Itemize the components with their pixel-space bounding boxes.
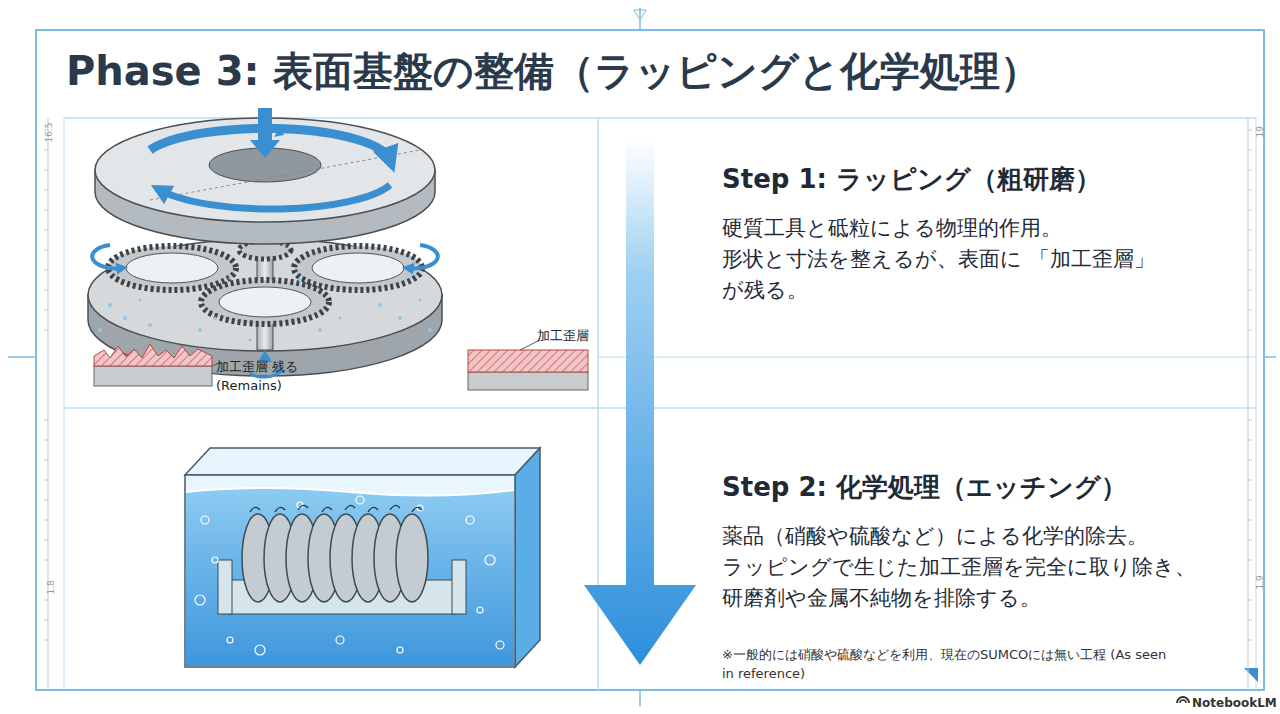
logo-mark (1177, 697, 1189, 703)
footnote: ※一般的には硝酸や硫酸などを利用、現在のSUMCOには無い工程 (As seen… (722, 645, 1167, 683)
title: Phase 3: 表面基盤の整備（ラッピングと化学処理） (66, 44, 1040, 99)
section-inset (94, 340, 588, 390)
ruler-mark: 1.9 (1253, 570, 1268, 590)
step-panel: Step 1: ラッピング（粗研磨） 硬質工具と砥粒による物理的作用。 形状と寸法… (600, 140, 1255, 408)
step-heading: Step 2: 化学処理（エッチング） (722, 470, 1242, 505)
step-description: 硬質工具と砥粒による物理的作用。 形状と寸法を整えるが、表面に 「加工歪層」が残… (722, 213, 1222, 306)
step-description: 薬品（硝酸や硫酸など）による化学的除去。 ラッピングで生じた加工歪層を完全に取り… (722, 521, 1222, 614)
callout-label: 加工歪層 (537, 326, 617, 345)
etching-tank (185, 448, 540, 667)
ruler-mark: 1.8 (44, 565, 59, 595)
lapping-machine (88, 108, 442, 377)
step-panel: Step 2: 化学処理（エッチング） 薬品（硝酸や硫酸など）による化学的除去。 … (600, 408, 1255, 665)
callout-label: 加工歪層 残る(Remains) (216, 357, 336, 395)
flow-arrow (584, 140, 696, 665)
ruler-mark: 19 (1253, 118, 1268, 138)
flow-arrow-shape (584, 140, 696, 665)
watermark: NotebookLM (1192, 694, 1280, 712)
ruler-mark: 16.5 (42, 113, 57, 143)
step-heading: Step 1: ラッピング（粗研磨） (722, 162, 1242, 197)
